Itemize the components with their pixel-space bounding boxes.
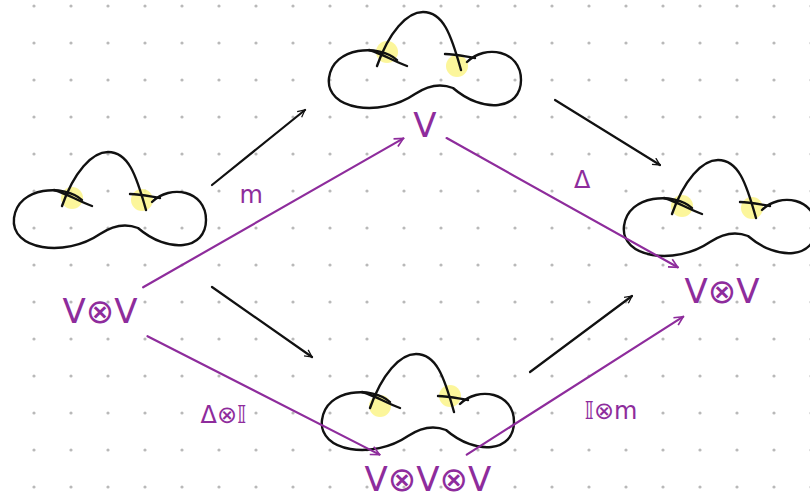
map-arrow <box>467 317 683 455</box>
knot-strand <box>54 190 92 206</box>
knot-diagram <box>329 12 521 108</box>
black-arrow <box>212 287 312 357</box>
vector-space-node: V⊗V <box>678 271 765 312</box>
knot-strand <box>438 396 468 400</box>
map-arrow <box>447 138 678 267</box>
knot-strand <box>624 198 810 256</box>
map-label: Δ⊗𝕀 <box>199 402 249 428</box>
map-arrow <box>148 336 380 454</box>
knot-diagram <box>14 152 206 248</box>
vector-space-node: V⊗V⊗V <box>359 459 498 500</box>
knot-strand <box>672 160 756 218</box>
knot-strand <box>370 354 454 412</box>
knot-pictures <box>14 12 810 450</box>
knot-strand <box>664 198 702 214</box>
knot-strand <box>329 50 521 108</box>
map-arrow <box>143 138 403 287</box>
space-label: V⊗V⊗V <box>365 459 492 499</box>
cobordism-arrows <box>212 100 660 372</box>
map-label: 𝕀⊗m <box>583 398 640 424</box>
black-arrow <box>530 296 632 372</box>
vector-space-node: V <box>407 105 442 146</box>
space-label: V <box>413 105 436 145</box>
knot-diagram <box>322 354 514 450</box>
knot-strand <box>377 12 461 70</box>
black-arrow <box>212 110 305 185</box>
space-label: V⊗V <box>62 291 137 331</box>
knot-strand <box>14 190 206 248</box>
knot-strand <box>322 392 514 450</box>
knot-strand <box>369 50 407 66</box>
knot-strand <box>130 194 160 198</box>
vector-space-node: V⊗V <box>56 291 143 332</box>
black-arrow <box>555 100 660 165</box>
map-label: Δ <box>572 167 592 193</box>
knot-strand <box>362 392 400 408</box>
knot-strand <box>62 152 146 210</box>
knot-diagram <box>624 160 810 256</box>
knot-strand <box>740 202 770 206</box>
knot-strand <box>445 54 475 58</box>
space-label: V⊗V <box>684 271 759 311</box>
map-label: m <box>238 182 265 208</box>
